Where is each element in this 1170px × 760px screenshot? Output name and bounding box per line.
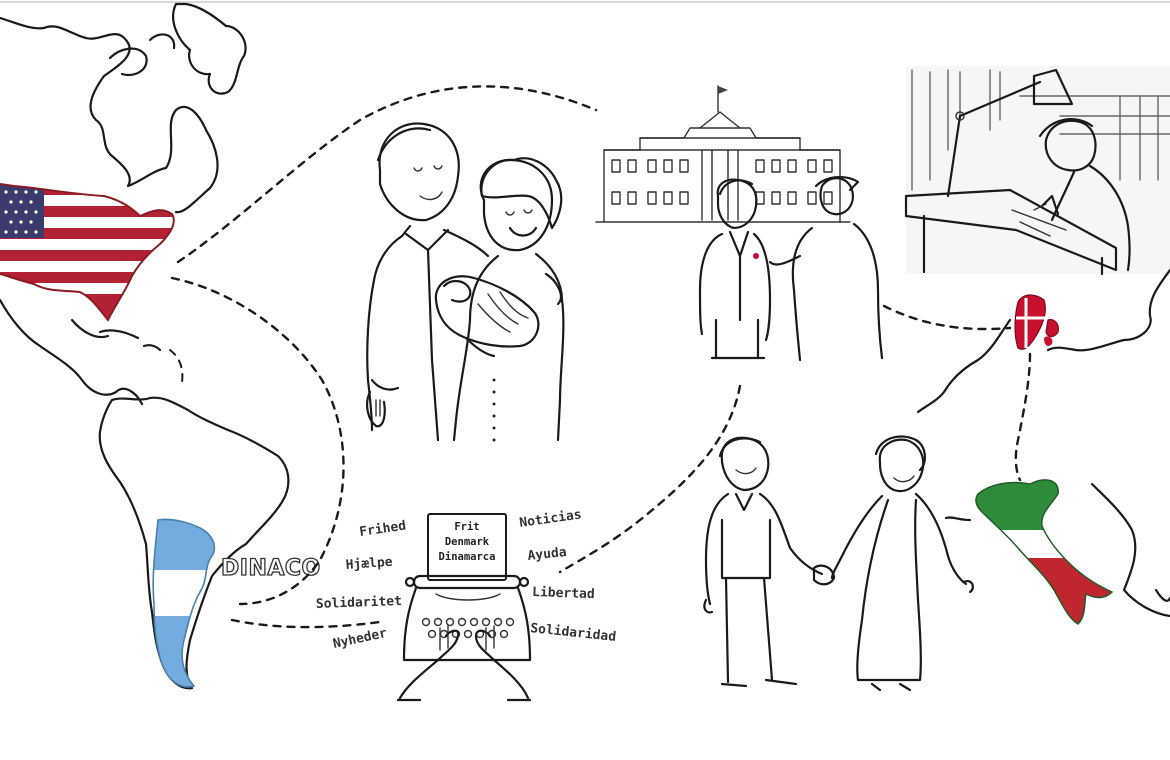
mexico-outline	[0, 298, 144, 406]
couple-holding-hands-drawing	[703, 435, 974, 692]
greenland-outline	[172, 2, 247, 95]
paper-line-3: Dinamarca	[439, 551, 496, 563]
paper-line-1: Frit	[454, 521, 479, 533]
argentina-flag-map	[152, 518, 216, 688]
palace-meeting-drawing	[595, 85, 884, 362]
italy-flag-map	[975, 479, 1114, 625]
word-solidaritet: Solidaritet	[316, 594, 403, 612]
artist-at-desk-drawing	[904, 66, 1170, 276]
canada-outline	[0, 16, 219, 214]
typewriter-drawing: Frit Denmark Dinamarca	[396, 513, 532, 702]
word-solidaridad: Solidaridad	[530, 621, 617, 645]
word-frihed: Frihed	[358, 519, 407, 540]
denmark-flag-map	[1014, 294, 1059, 350]
paper-line-2: Denmark	[445, 536, 490, 548]
word-hjaelpe: Hjælpe	[345, 555, 393, 573]
americas-map: DINACO	[0, 2, 321, 690]
words-right: Noticias Ayuda Libertad Solidaridad	[518, 507, 616, 645]
usa-flag-map	[0, 183, 175, 322]
family-with-baby-drawing	[366, 122, 565, 442]
word-nyheder: Nyheder	[332, 626, 389, 652]
word-libertad: Libertad	[532, 585, 595, 602]
south-america-outline	[98, 396, 290, 690]
word-ayuda: Ayuda	[527, 545, 568, 564]
dinaco-logo: DINACO	[221, 556, 321, 581]
word-noticias: Noticias	[518, 507, 582, 531]
europe-map	[916, 268, 1170, 625]
dashed-connectors	[170, 85, 1032, 629]
